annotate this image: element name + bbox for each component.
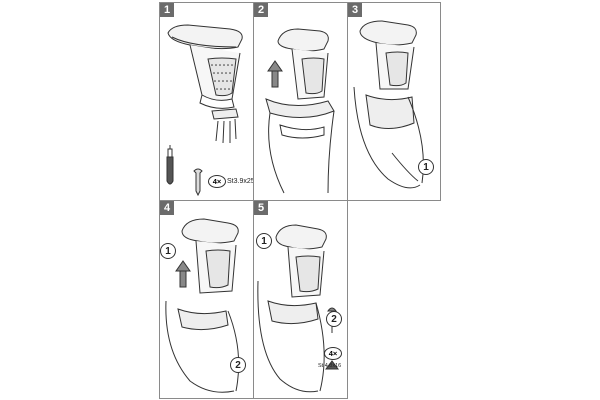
screw-quantity-badge: 4× — [208, 175, 226, 188]
step-panel-1: 1 — [159, 2, 255, 201]
screw-quantity-badge: 4× — [324, 347, 342, 360]
screw-size-label: St3.9x25 — [227, 178, 255, 185]
callout-marker-1: 1 — [418, 159, 434, 175]
armrest-assembly-illustration-1 — [166, 24, 243, 197]
step-panel-2: 2 — [253, 2, 348, 201]
armrest-assembly-illustration-4 — [165, 218, 240, 393]
armrest-assembly-illustration-2 — [265, 28, 335, 194]
callout-marker-2: 2 — [326, 311, 342, 327]
callout-marker-1: 1 — [160, 243, 176, 259]
step-number-3: 3 — [348, 3, 362, 17]
step-number-1: 1 — [160, 3, 174, 17]
step-panel-3: 3 1 — [347, 2, 441, 201]
step-panel-5: 5 1 2 4× St 4.8x16 — [253, 200, 348, 399]
armrest-assembly-illustration-3 — [353, 20, 424, 189]
screw-size-label: St 4.8x16 — [318, 363, 342, 369]
step-number-4: 4 — [160, 201, 174, 215]
step-number-5: 5 — [254, 201, 268, 215]
step-number-2: 2 — [254, 3, 268, 17]
callout-marker-1: 1 — [256, 233, 272, 249]
armrest-assembly-illustration-5 — [257, 224, 339, 393]
callout-marker-2: 2 — [230, 357, 246, 373]
step-panel-4: 4 1 2 — [159, 200, 254, 399]
